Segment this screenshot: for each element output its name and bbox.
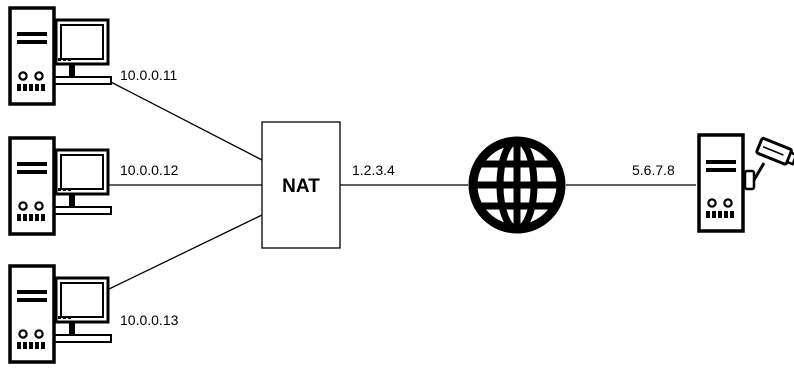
- host-3: 10.0.0.13: [8, 264, 179, 364]
- server: [697, 133, 794, 233]
- nat-router: NAT: [261, 121, 341, 249]
- desktop-computer-icon: [8, 136, 114, 236]
- host-2: 10.0.0.12: [8, 136, 179, 236]
- nat-label: NAT: [282, 176, 320, 197]
- host-2-ip-label: 10.0.0.12: [120, 162, 179, 178]
- server-icon: [697, 133, 745, 233]
- desktop-computer-icon: [8, 6, 114, 106]
- desktop-computer-icon: [8, 264, 114, 364]
- link-host-1-nat: [106, 79, 263, 161]
- server-ip-label: 5.6.7.8: [632, 162, 675, 178]
- host-3-ip-label: 10.0.0.13: [120, 312, 179, 328]
- host-1-ip-label: 10.0.0.11: [120, 67, 178, 83]
- link-host-3-nat: [106, 214, 263, 291]
- host-1: 10.0.0.11: [8, 6, 178, 106]
- nat-public-ip-label: 1.2.3.4: [352, 162, 395, 178]
- surveillance-camera-icon: [743, 136, 794, 191]
- nat-box: [261, 121, 341, 249]
- globe-icon: [468, 136, 566, 234]
